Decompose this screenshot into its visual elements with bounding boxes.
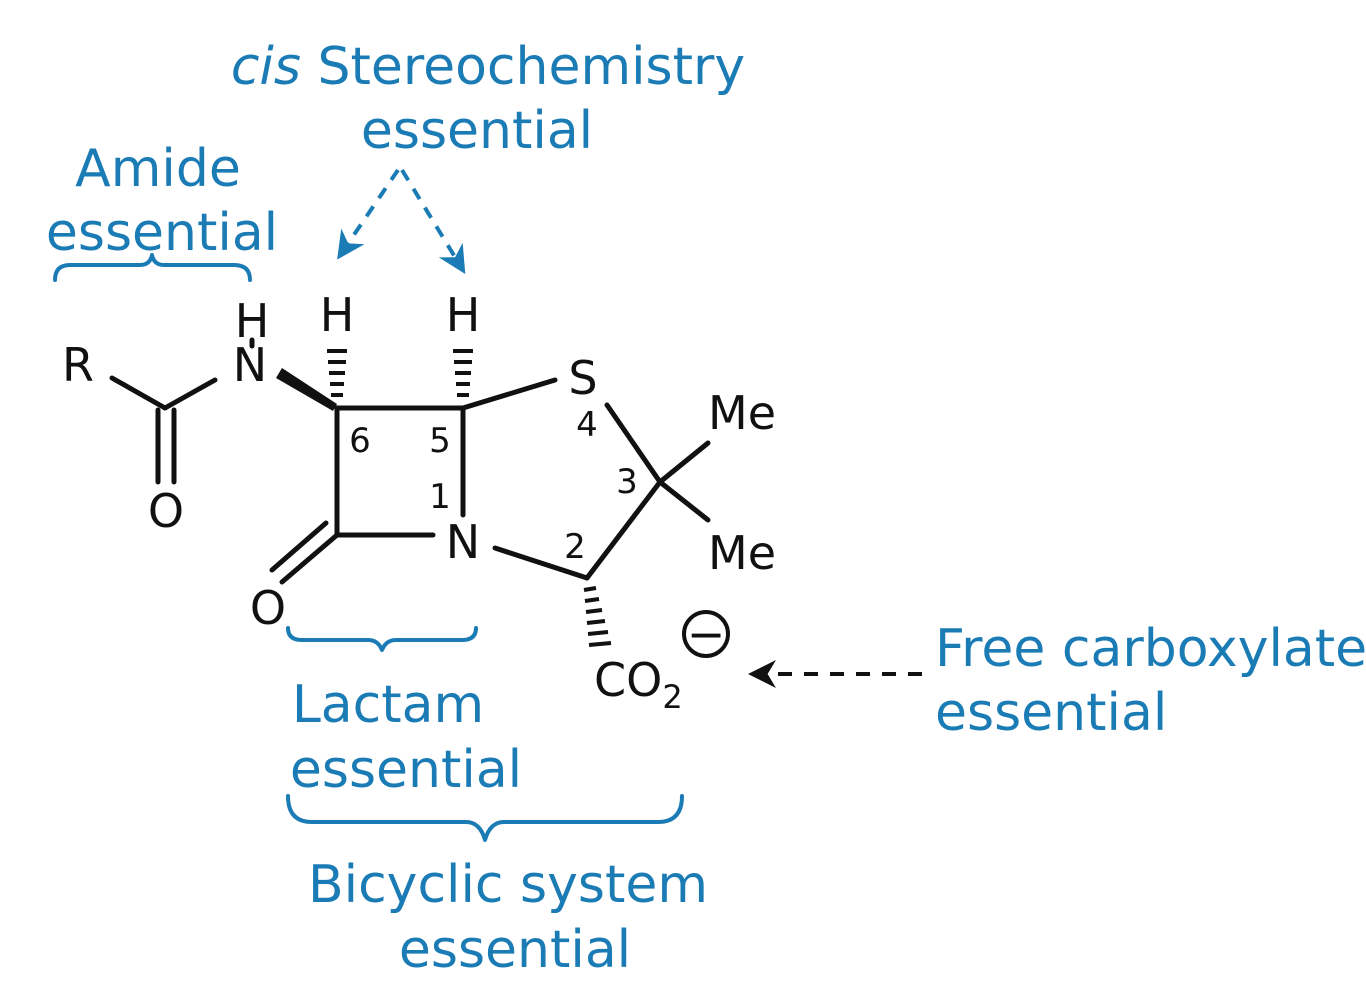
amide-brace	[53, 253, 252, 282]
n1-c2-bond	[492, 545, 590, 581]
lactam-label-line2: essential	[290, 740, 522, 800]
sulfur-label: S	[568, 351, 597, 405]
amide-h-label: H	[235, 294, 270, 348]
c3-c2-bond	[584, 479, 663, 581]
amide-n-label: N	[233, 338, 267, 392]
r-group-label: R	[62, 338, 94, 392]
carboxylate-label: CO2	[594, 653, 683, 716]
methyl-bottom-label: Me	[708, 526, 776, 580]
c6-h-label: H	[320, 288, 355, 342]
n1-label: N	[446, 515, 480, 569]
lactam-o-label: O	[250, 581, 286, 635]
ring-number-5: 5	[429, 421, 451, 461]
carbonyl-n-bond	[162, 377, 218, 411]
amide-label: Amide	[75, 139, 241, 199]
bicyclic-system-label: Bicyclic system	[308, 855, 708, 915]
free-carboxylate-label: Free carboxylate	[935, 619, 1366, 679]
amide-label-line2: essential	[46, 203, 278, 263]
r-carbonyl-bond	[109, 375, 168, 411]
cis-stereochemistry-label-line2: essential	[361, 101, 593, 161]
c2-co2-hashed-bond	[583, 586, 612, 647]
n-c6-wedge-bond	[276, 368, 337, 411]
lactam-brace	[286, 626, 478, 652]
cis-stereochemistry-label: cis Stereochemistry	[231, 37, 745, 97]
c3-me-top-bond	[657, 440, 711, 485]
c5-s-bond	[460, 377, 558, 411]
s-c3-bond	[604, 402, 663, 485]
ring-number-2: 2	[564, 527, 586, 567]
carboxylate-subscript: 2	[662, 678, 682, 716]
ring-number-6: 6	[349, 421, 371, 461]
c5-h-hashed-bond	[453, 349, 473, 397]
negative-charge-sign: −	[687, 607, 726, 661]
methyl-top-label: Me	[708, 386, 776, 440]
negative-charge-circle	[682, 610, 730, 658]
lactam-co-bond-b	[269, 520, 329, 573]
bicyclic-brace	[286, 794, 684, 842]
bicyclic-system-label-line2: essential	[399, 920, 631, 980]
c3-me-bottom-bond	[657, 479, 711, 523]
lactam-co-bond-a	[279, 532, 340, 585]
c6-h-hashed-bond	[327, 349, 347, 397]
ring-number-4: 4	[576, 405, 598, 445]
cis-arrow-left	[337, 168, 400, 260]
ring-number-3: 3	[616, 462, 638, 502]
cis-arrow-right	[400, 168, 466, 274]
free-carboxylate-label-line2: essential	[935, 683, 1167, 743]
c5-h-label: H	[446, 288, 481, 342]
ring-number-1: 1	[429, 477, 451, 517]
amide-o-label: O	[148, 484, 184, 538]
lactam-label: Lactam	[292, 675, 484, 735]
